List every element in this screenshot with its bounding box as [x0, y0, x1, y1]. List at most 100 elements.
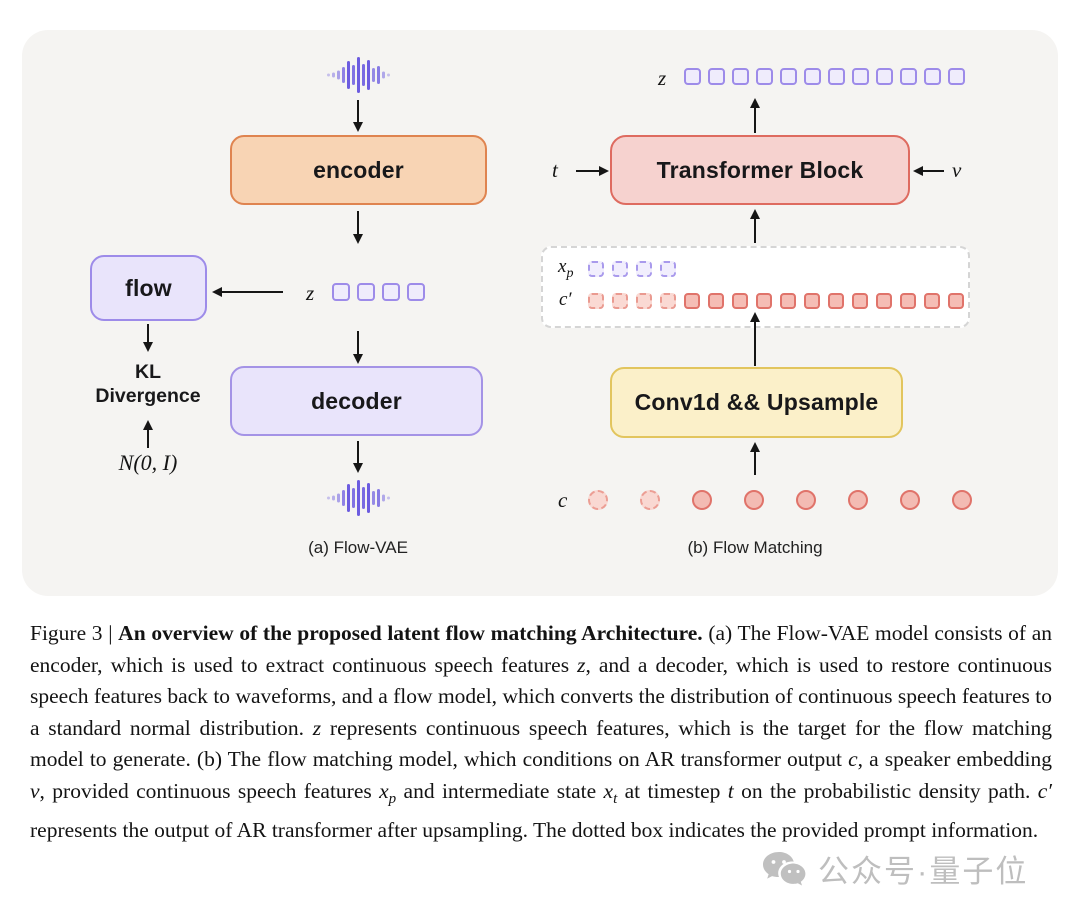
- z-label-a: z: [306, 281, 315, 305]
- token-square: [612, 293, 628, 309]
- arrow-z-to-flow: [212, 286, 283, 297]
- token-square: [900, 293, 916, 309]
- caption-segment: at timestep: [617, 778, 728, 803]
- normal-dist-label: N(0, I): [118, 450, 178, 475]
- z-label-b: z: [658, 66, 667, 90]
- token-circle: [900, 490, 920, 510]
- conv-upsample-box: Conv1d && Upsample: [610, 367, 903, 438]
- token-square: [357, 283, 375, 301]
- caption-segment: , provided continuous speech features: [39, 778, 380, 803]
- c-prime-label: c′: [559, 289, 572, 310]
- decoder-label: decoder: [311, 387, 402, 414]
- caption-segment: x: [379, 778, 389, 803]
- token-circle: [848, 490, 868, 510]
- token-circle: [952, 490, 972, 510]
- wechat-icon: [763, 851, 806, 885]
- audio-waveform-icon: [327, 57, 390, 93]
- xp-label-base: x: [558, 256, 567, 277]
- token-circle: [588, 490, 608, 510]
- caption-segment: on the probabilistic density path.: [733, 778, 1038, 803]
- kl-divergence-label: KL Divergence: [78, 360, 218, 408]
- token-square: [708, 68, 725, 85]
- caption-segment: An overview of the proposed latent flow …: [118, 621, 703, 645]
- kl-line2: Divergence: [95, 385, 201, 407]
- token-square: [852, 68, 869, 85]
- watermark-text: 公众号·量子位: [818, 854, 1029, 889]
- token-square: [636, 293, 652, 309]
- arrow-wave-to-encoder: [352, 100, 363, 132]
- caption-segment: v: [30, 778, 40, 803]
- t-label: t: [552, 158, 558, 182]
- z-token-row-a: [332, 283, 425, 301]
- conv-upsample-label: Conv1d && Upsample: [634, 389, 879, 415]
- arrow-prompt-to-transformer: [749, 209, 760, 243]
- arrow-flow-to-kl: [142, 324, 153, 352]
- caption-segment: t: [613, 790, 618, 807]
- subfigure-a-caption: (a) Flow-VAE: [308, 538, 408, 557]
- caption-segment: Figure 3 |: [30, 621, 119, 645]
- c-prime-token-row: [588, 293, 964, 309]
- transformer-label: Transformer Block: [656, 156, 864, 183]
- caption-segment: z: [577, 652, 586, 677]
- token-square: [828, 68, 845, 85]
- token-square: [684, 293, 700, 309]
- token-square: [684, 68, 701, 85]
- arrow-ndist-to-kl: [142, 420, 153, 448]
- token-square: [924, 293, 940, 309]
- token-circle: [796, 490, 816, 510]
- arrow-t-to-transformer: [576, 165, 609, 176]
- figure-caption: Figure 3 | An overview of the proposed l…: [30, 618, 1052, 847]
- caption-segment: c: [848, 747, 858, 771]
- arrow-z-to-decoder: [352, 331, 363, 364]
- token-square: [732, 68, 749, 85]
- audio-waveform-icon: [327, 480, 390, 516]
- arrow-decoder-to-wave: [352, 441, 363, 473]
- caption-segment: c′: [1037, 778, 1052, 803]
- caption-segment: x: [603, 778, 614, 803]
- token-square: [732, 293, 748, 309]
- token-square: [948, 293, 964, 309]
- token-square: [804, 293, 820, 309]
- token-square: [332, 283, 350, 301]
- token-square: [780, 293, 796, 309]
- token-square: [924, 68, 941, 85]
- token-square: [828, 293, 844, 309]
- z-token-row-b: [684, 68, 965, 85]
- arrow-encoder-to-z: [352, 211, 363, 244]
- token-circle: [640, 490, 660, 510]
- token-square: [660, 261, 676, 277]
- decoder-box: decoder: [230, 366, 483, 436]
- caption-segment: represents the output of AR transformer …: [30, 818, 1039, 842]
- xp-label-sub: p: [566, 266, 574, 281]
- token-square: [636, 261, 652, 277]
- c-token-row: [588, 490, 972, 510]
- token-square: [804, 68, 821, 85]
- token-square: [780, 68, 797, 85]
- token-circle: [692, 490, 712, 510]
- watermark: 公众号·量子位: [762, 846, 1028, 891]
- token-square: [756, 68, 773, 85]
- flow-label: flow: [125, 274, 172, 301]
- arrow-c-to-conv: [749, 442, 760, 475]
- caption-segment: z: [312, 715, 322, 740]
- encoder-box: encoder: [230, 135, 487, 205]
- token-square: [382, 283, 400, 301]
- caption-segment: p: [388, 790, 397, 807]
- flow-box: flow: [90, 255, 207, 321]
- xp-token-row: [588, 261, 676, 277]
- caption-segment: represents continuous speech features, w…: [30, 715, 1053, 772]
- xp-label: xp: [558, 256, 573, 282]
- token-square: [588, 261, 604, 277]
- c-label: c: [558, 488, 568, 512]
- encoder-label: encoder: [313, 156, 404, 183]
- subfigure-b-caption: (b) Flow Matching: [687, 538, 823, 557]
- transformer-block-box: Transformer Block: [610, 135, 910, 205]
- token-square: [407, 283, 425, 301]
- token-square: [588, 293, 604, 309]
- v-label: v: [952, 158, 962, 182]
- caption-segment: (a) The Flow-VAE model consists of an en…: [30, 621, 1052, 677]
- arrow-transformer-to-z: [749, 98, 760, 133]
- token-square: [612, 261, 628, 277]
- caption-segment: t: [727, 778, 734, 803]
